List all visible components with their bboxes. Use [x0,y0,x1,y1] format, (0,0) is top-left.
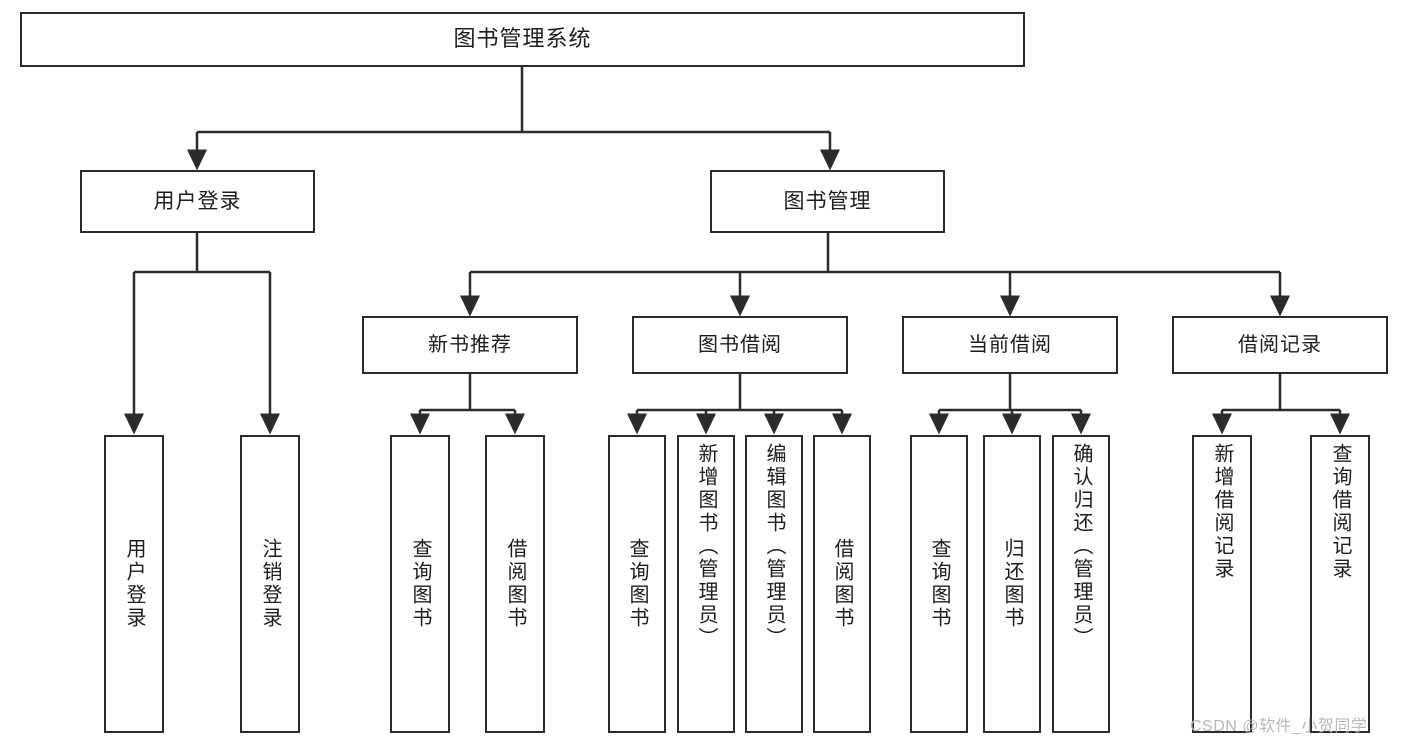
node-book-manage[interactable]: 图书管理 [710,170,945,233]
node-label: 图书管理 [783,189,872,213]
node-label: 归还图书 [1001,538,1023,630]
node-new-book-recommend[interactable]: 新书推荐 [362,316,578,374]
node-leaf-edit-book[interactable]: 编辑图书（管理员） [745,435,803,733]
node-label: 用户登录 [153,189,242,213]
node-leaf-user-login[interactable]: 用户登录 [104,435,164,733]
node-leaf-query-book-2[interactable]: 查询图书 [608,435,666,733]
node-label: 注销登录 [259,538,281,630]
node-leaf-add-book[interactable]: 新增图书（管理员） [677,435,735,733]
node-current-borrow[interactable]: 当前借阅 [902,316,1118,374]
node-borrow-record[interactable]: 借阅记录 [1172,316,1388,374]
node-label: 查询借阅记录 [1329,443,1351,581]
node-label: 新增借阅记录 [1211,443,1233,581]
node-leaf-borrow-book-2[interactable]: 借阅图书 [813,435,871,733]
node-label: 用户登录 [123,538,145,630]
node-label: 图书借阅 [698,334,782,356]
node-leaf-confirm-return[interactable]: 确认归还（管理员） [1052,435,1110,733]
node-label: 确认归还（管理员） [1070,443,1092,650]
node-user-login[interactable]: 用户登录 [80,170,315,233]
node-label: 借阅图书 [504,538,526,630]
node-leaf-return-book[interactable]: 归还图书 [983,435,1041,733]
csdn-watermark: CSDN @软件_小贺同学 [1190,718,1368,735]
node-label: 查询图书 [626,538,648,630]
node-leaf-borrow-book-1[interactable]: 借阅图书 [485,435,545,733]
node-label: 查询图书 [928,538,950,630]
node-label: 图书管理系统 [453,26,592,52]
node-label: 借阅记录 [1238,334,1322,356]
node-label: 新书推荐 [428,334,512,356]
node-leaf-add-record[interactable]: 新增借阅记录 [1192,435,1252,733]
node-book-borrow[interactable]: 图书借阅 [632,316,848,374]
node-label: 借阅图书 [831,538,853,630]
node-label: 编辑图书（管理员） [763,443,785,650]
node-leaf-query-book-3[interactable]: 查询图书 [910,435,968,733]
node-label: 当前借阅 [968,334,1052,356]
node-leaf-logout-login[interactable]: 注销登录 [240,435,300,733]
node-label: 查询图书 [409,538,431,630]
node-label: 新增图书（管理员） [695,443,717,650]
node-leaf-query-book-1[interactable]: 查询图书 [390,435,450,733]
node-leaf-query-record[interactable]: 查询借阅记录 [1310,435,1370,733]
node-root[interactable]: 图书管理系统 [20,12,1025,67]
